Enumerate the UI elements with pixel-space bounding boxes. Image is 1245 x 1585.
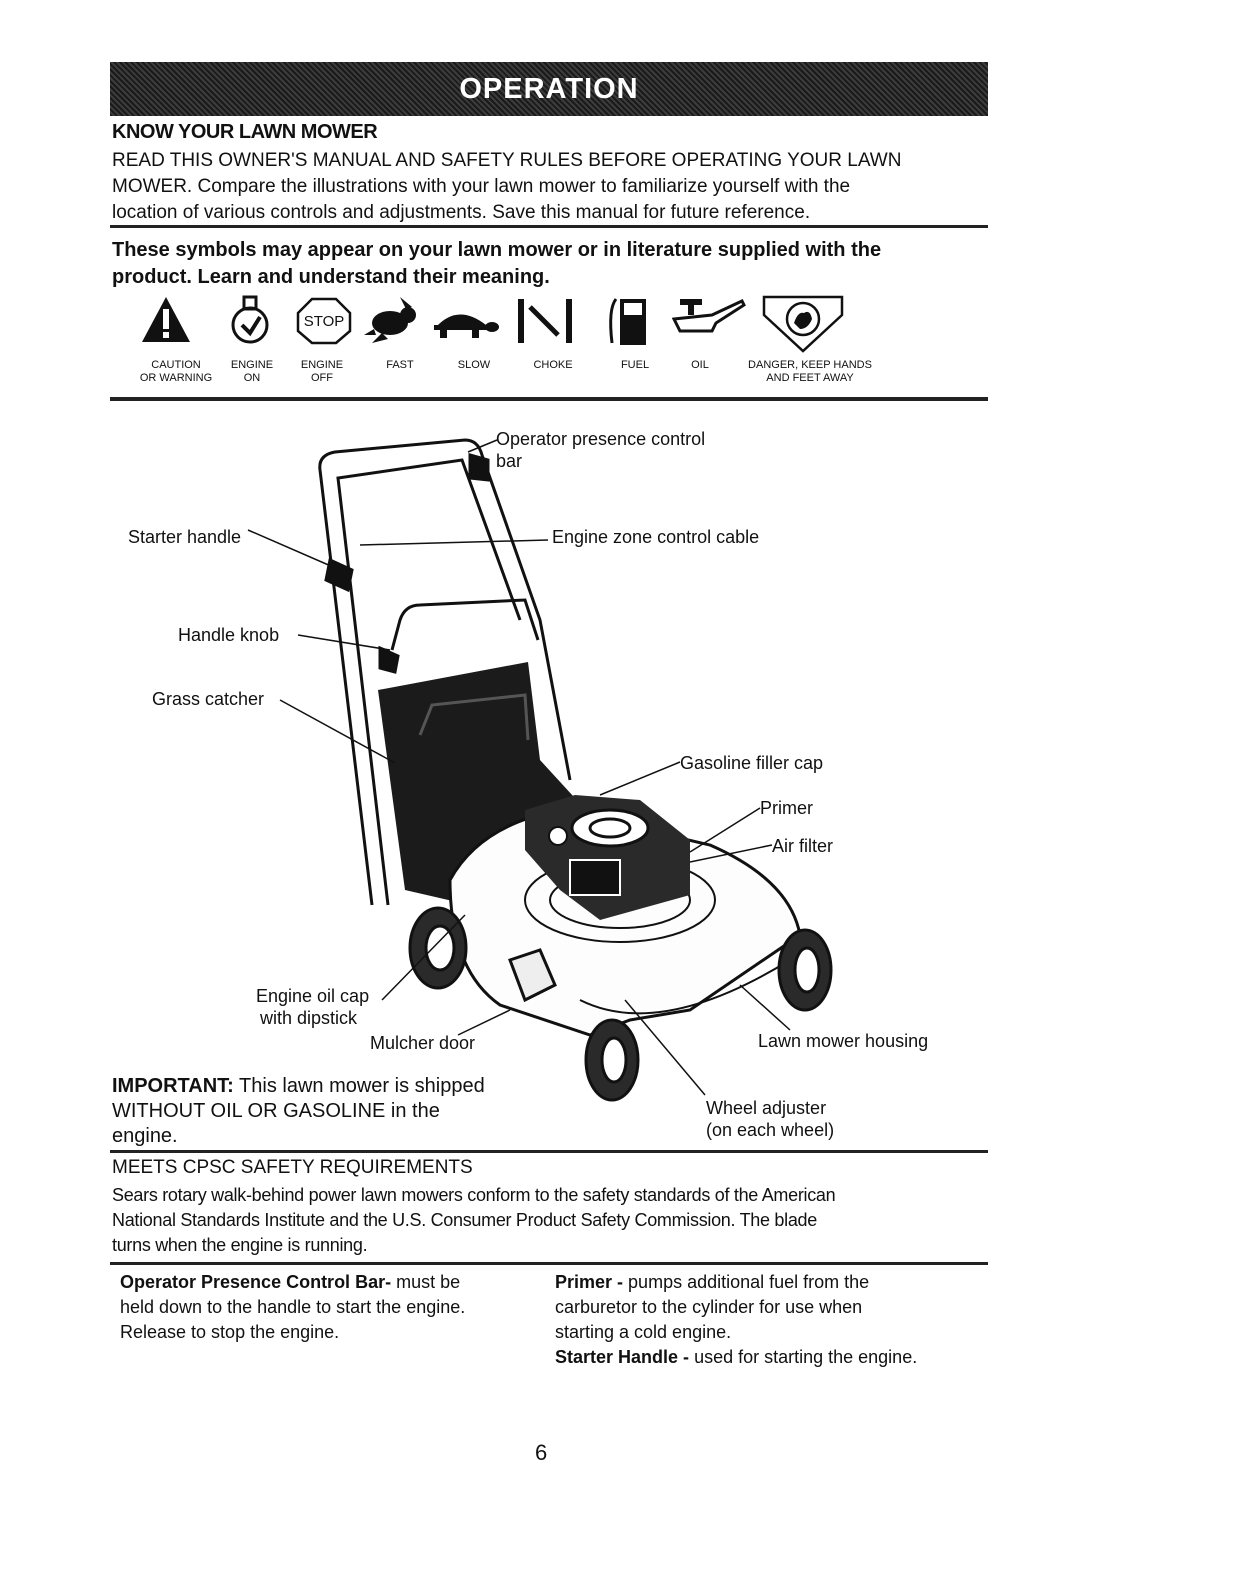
- callout-engine-zone-cable: Engine zone control cable: [552, 527, 760, 547]
- callout-handle-knob: Handle knob: [178, 625, 280, 645]
- callout-grass-catcher: Grass catcher: [152, 689, 265, 709]
- cpsc-heading: MEETS CPSC SAFETY REQUIREMENTS: [112, 1157, 473, 1178]
- intro-line: location of various controls and adjustm…: [112, 202, 811, 223]
- description-opc-bar: Operator Presence Control Bar- must be h…: [120, 1272, 466, 1342]
- caution-triangle-icon: [142, 297, 190, 342]
- rabbit-icon: [364, 297, 416, 343]
- callout-air-filter: Air filter: [772, 836, 834, 856]
- callout-mower-housing: Lawn mower housing: [758, 1031, 929, 1051]
- choke-icon: [518, 299, 572, 343]
- divider: [110, 225, 988, 228]
- engine-off-stop-icon: STOP: [296, 297, 352, 345]
- symbol-label-slow: SLOW: [457, 359, 491, 371]
- symbols-heading-line: These symbols may appear on your lawn mo…: [112, 239, 882, 261]
- know-your-mower-heading: KNOW YOUR LAWN MOWER: [112, 121, 378, 143]
- cpsc-paragraph: Sears rotary walk-behind power lawn mowe…: [112, 1185, 836, 1255]
- symbol-label-choke: CHOKE: [533, 359, 573, 371]
- symbol-label-fuel: FUEL: [620, 359, 650, 371]
- callout-starter-handle: Starter handle: [128, 527, 242, 547]
- divider: [110, 397, 988, 401]
- intro-line: MOWER. Compare the illustrations with yo…: [112, 176, 851, 197]
- callout-engine-oil-cap: Engine oil cap with dipstick: [256, 986, 370, 1028]
- intro-paragraph: READ THIS OWNER'S MANUAL AND SAFETY RULE…: [112, 148, 992, 226]
- symbol-label-oil: OIL: [691, 359, 709, 371]
- callout-gasoline-cap: Gasoline filler cap: [680, 753, 824, 773]
- fuel-pump-icon: [609, 298, 646, 345]
- divider: [110, 1262, 988, 1265]
- engine-on-icon: [231, 295, 269, 344]
- description-primer-starter: Primer - pumps additional fuel from the …: [555, 1272, 918, 1367]
- symbol-legend: STOP: [110, 295, 990, 395]
- page-number: 6: [535, 1440, 548, 1465]
- callout-primer: Primer: [760, 798, 813, 818]
- oil-can-icon: [672, 299, 746, 333]
- important-label: IMPORTANT:: [112, 1075, 234, 1097]
- callout-operator-bar: Operator presence control bar: [496, 429, 706, 471]
- callout-mulcher-door: Mulcher door: [370, 1033, 476, 1053]
- banner-title: OPERATION: [459, 72, 639, 105]
- divider: [110, 1150, 988, 1153]
- symbol-label-fast: FAST: [386, 359, 414, 371]
- callout-wheel-adjuster: Wheel adjuster (on each wheel): [706, 1098, 835, 1140]
- important-notice: IMPORTANT: This lawn mower is shipped WI…: [112, 1075, 485, 1147]
- intro-line: READ THIS OWNER'S MANUAL AND SAFETY RULE…: [112, 150, 902, 171]
- danger-hand-icon: [762, 295, 844, 353]
- section-banner: OPERATION: [110, 62, 988, 116]
- stop-icon-text: STOP: [304, 313, 345, 330]
- turtle-icon: [434, 314, 499, 338]
- symbols-heading-line: product. Learn and understand their mean…: [112, 266, 550, 288]
- symbols-heading: These symbols may appear on your lawn mo…: [112, 237, 992, 291]
